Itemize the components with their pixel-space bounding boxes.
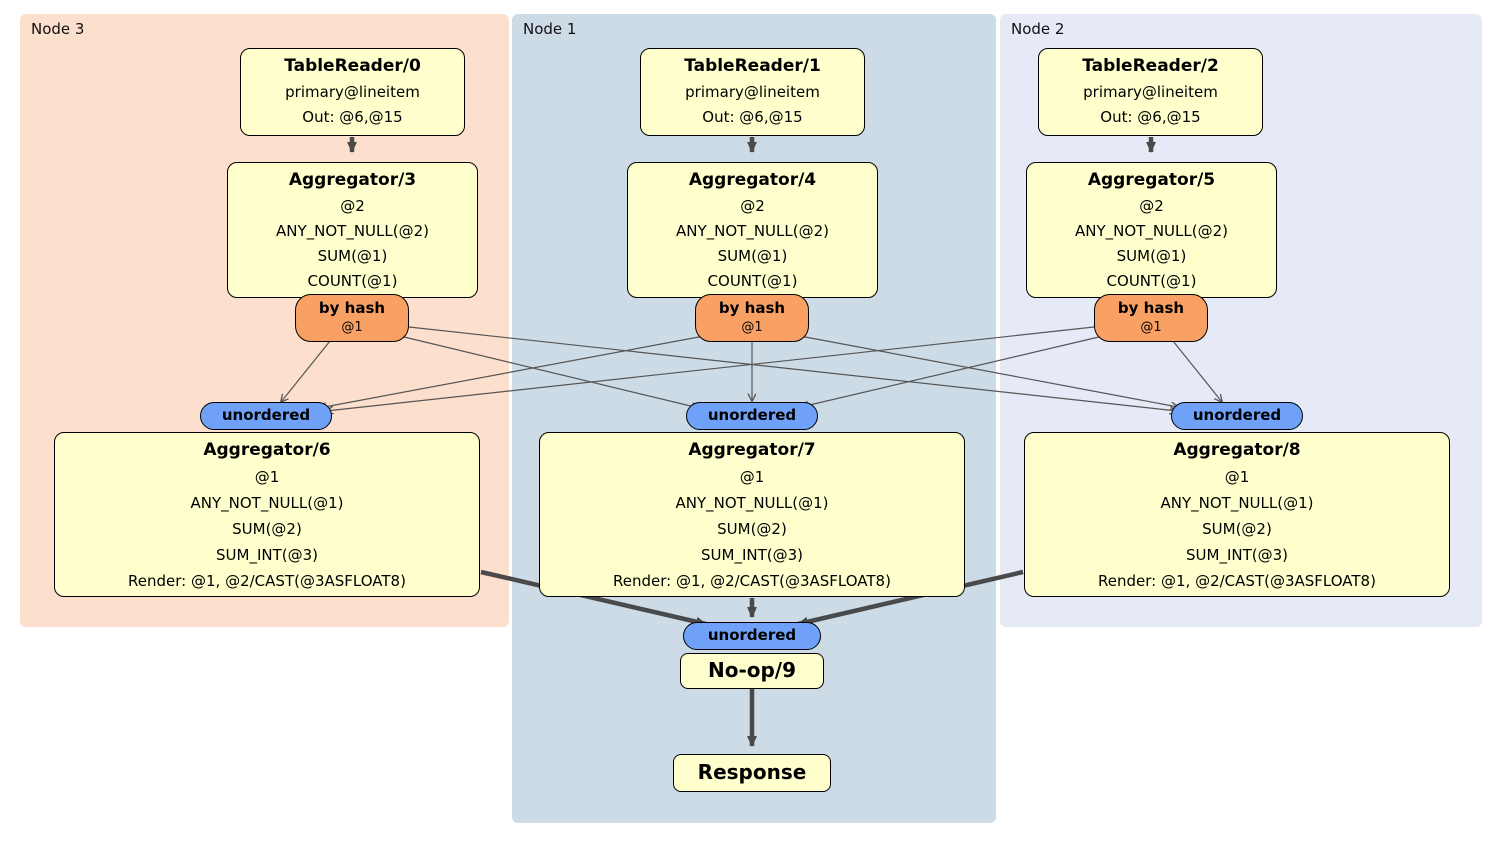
box-line: ANY_NOT_NULL(@2) <box>676 222 829 240</box>
box-title: Aggregator/4 <box>688 170 817 190</box>
box-line: primary@lineitem <box>685 83 820 101</box>
box-line: @2 <box>740 197 765 215</box>
box-line: ANY_NOT_NULL(@1) <box>1160 494 1314 512</box>
router-label: by hash <box>718 299 786 317</box>
box-line: @2 <box>1139 197 1164 215</box>
box-line: SUM_INT(@3) <box>216 546 318 564</box>
aggregator-5-box: Aggregator/5 @2 ANY_NOT_NULL(@2) SUM(@1)… <box>1026 162 1277 298</box>
router-detail: @1 <box>341 320 363 335</box>
box-title: Aggregator/7 <box>688 440 816 460</box>
box-line: SUM(@2) <box>717 520 787 538</box>
box-line: SUM_INT(@3) <box>701 546 803 564</box>
box-line: @1 <box>1224 468 1250 486</box>
box-line: ANY_NOT_NULL(@1) <box>190 494 344 512</box>
box-title: Aggregator/8 <box>1173 440 1301 460</box>
box-title: TableReader/1 <box>684 56 821 76</box>
stream-unordered-final: unordered <box>683 622 821 650</box>
box-line: SUM_INT(@3) <box>1186 546 1288 564</box>
tablereader-0-box: TableReader/0 primary@lineitem Out: @6,@… <box>240 48 465 136</box>
box-line: primary@lineitem <box>1083 83 1218 101</box>
box-line: Out: @6,@15 <box>302 108 403 126</box>
stream-unordered-0: unordered <box>200 402 332 430</box>
box-title: Aggregator/5 <box>1087 170 1216 190</box>
box-line: Out: @6,@15 <box>702 108 803 126</box>
box-line: COUNT(@1) <box>707 272 798 290</box>
stream-unordered-2: unordered <box>1171 402 1303 430</box>
router-by-hash-1: by hash @1 <box>695 294 809 342</box>
aggregator-7-box: Aggregator/7 @1 ANY_NOT_NULL(@1) SUM(@2)… <box>539 432 965 597</box>
tablereader-1-box: TableReader/1 primary@lineitem Out: @6,@… <box>640 48 865 136</box>
box-line: Render: @1, @2/CAST(@3ASFLOAT8) <box>1098 572 1376 590</box>
box-line: SUM(@1) <box>317 247 388 265</box>
aggregator-8-box: Aggregator/8 @1 ANY_NOT_NULL(@1) SUM(@2)… <box>1024 432 1450 597</box>
aggregator-6-box: Aggregator/6 @1 ANY_NOT_NULL(@1) SUM(@2)… <box>54 432 480 597</box>
box-line: COUNT(@1) <box>1106 272 1197 290</box>
box-line: ANY_NOT_NULL(@1) <box>675 494 829 512</box>
box-line: SUM(@2) <box>1202 520 1272 538</box>
box-line: SUM(@1) <box>1116 247 1187 265</box>
router-label: by hash <box>1117 299 1185 317</box>
aggregator-4-box: Aggregator/4 @2 ANY_NOT_NULL(@2) SUM(@1)… <box>627 162 878 298</box>
box-line: Out: @6,@15 <box>1100 108 1201 126</box>
router-detail: @1 <box>1140 320 1162 335</box>
box-line: @2 <box>340 197 365 215</box>
box-title: TableReader/0 <box>284 56 421 76</box>
response-box: Response <box>673 754 831 792</box>
router-by-hash-2: by hash @1 <box>1094 294 1208 342</box>
box-title: Aggregator/3 <box>288 170 417 190</box>
noop-box: No-op/9 <box>680 653 824 689</box>
tablereader-2-box: TableReader/2 primary@lineitem Out: @6,@… <box>1038 48 1263 136</box>
box-line: @1 <box>254 468 280 486</box>
stream-unordered-1: unordered <box>686 402 818 430</box>
box-title: TableReader/2 <box>1082 56 1219 76</box>
region-node-2-label: Node 2 <box>1011 20 1065 38</box>
box-line: ANY_NOT_NULL(@2) <box>1075 222 1228 240</box>
box-line: Render: @1, @2/CAST(@3ASFLOAT8) <box>128 572 406 590</box>
region-node-1-label: Node 1 <box>523 20 577 38</box>
router-detail: @1 <box>741 320 763 335</box>
box-line: SUM(@1) <box>717 247 788 265</box>
router-label: by hash <box>318 299 386 317</box>
box-line: ANY_NOT_NULL(@2) <box>276 222 429 240</box>
aggregator-3-box: Aggregator/3 @2 ANY_NOT_NULL(@2) SUM(@1)… <box>227 162 478 298</box>
box-line: Render: @1, @2/CAST(@3ASFLOAT8) <box>613 572 891 590</box>
box-line: COUNT(@1) <box>307 272 398 290</box>
box-line: primary@lineitem <box>285 83 420 101</box>
router-by-hash-0: by hash @1 <box>295 294 409 342</box>
box-line: @1 <box>739 468 765 486</box>
box-title: Aggregator/6 <box>203 440 331 460</box>
box-line: SUM(@2) <box>232 520 302 538</box>
region-node-3-label: Node 3 <box>31 20 85 38</box>
